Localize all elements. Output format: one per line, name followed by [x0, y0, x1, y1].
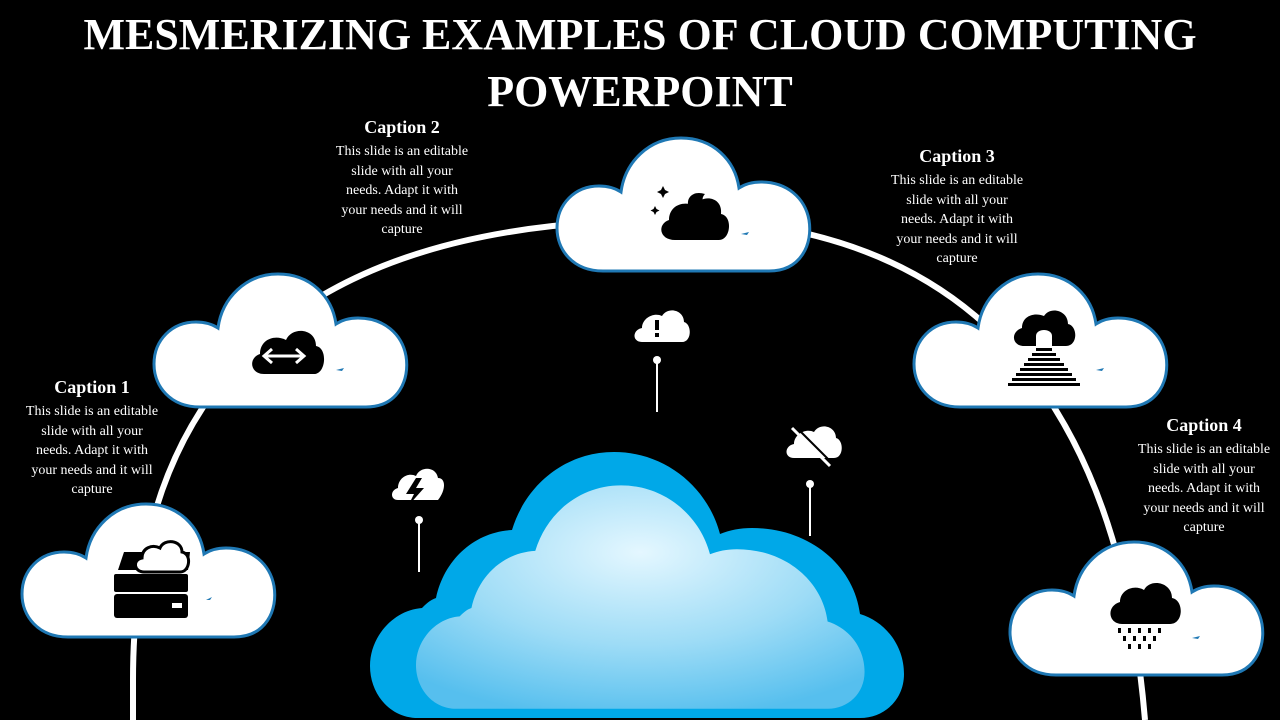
- cloud-off-icon: [786, 425, 842, 468]
- cloud-3: [555, 136, 812, 273]
- cloud-transfer-arrows-icon: [252, 330, 325, 374]
- caption-4-text: This slide is an editable slide with all…: [1137, 442, 1271, 535]
- pin-left: [392, 468, 444, 572]
- caption-4-title: Caption 4: [1166, 415, 1242, 435]
- cloud-1: [20, 502, 277, 639]
- cloud-server-icon: [114, 540, 190, 618]
- cloud-2: [152, 272, 409, 409]
- cloud-lightning-icon: [392, 468, 444, 506]
- cloud-rain-icon: [1110, 583, 1181, 649]
- caption-3-text: This slide is an editable slide with all…: [890, 173, 1024, 266]
- caption-3: Caption 3 This slide is an editable slid…: [887, 145, 1027, 269]
- slide-title-line-2: POWERPOINT: [487, 67, 793, 116]
- pin-right: [786, 425, 842, 536]
- caption-4: Caption 4 This slide is an editable slid…: [1134, 414, 1274, 538]
- caption-2-text: This slide is an editable slide with all…: [335, 144, 469, 237]
- caption-1: Caption 1 This slide is an editable slid…: [22, 376, 162, 500]
- caption-1-text: This slide is an editable slide with all…: [25, 404, 159, 497]
- caption-1-title: Caption 1: [54, 377, 130, 397]
- pin-center: [634, 310, 690, 412]
- central-cloud: [370, 452, 904, 718]
- caption-2: Caption 2 This slide is an editable slid…: [332, 116, 472, 240]
- cloud-alert-icon: [634, 310, 690, 342]
- cloud-4: [912, 272, 1169, 409]
- cloud-moon-stars-icon: [650, 186, 730, 240]
- cloud-stairs-icon: [1008, 310, 1080, 386]
- cloud-5: [1008, 540, 1265, 677]
- caption-2-title: Caption 2: [364, 117, 440, 137]
- caption-3-title: Caption 3: [919, 146, 995, 166]
- slide-title-line-1: MESMERIZING EXAMPLES OF CLOUD COMPUTING: [83, 10, 1197, 59]
